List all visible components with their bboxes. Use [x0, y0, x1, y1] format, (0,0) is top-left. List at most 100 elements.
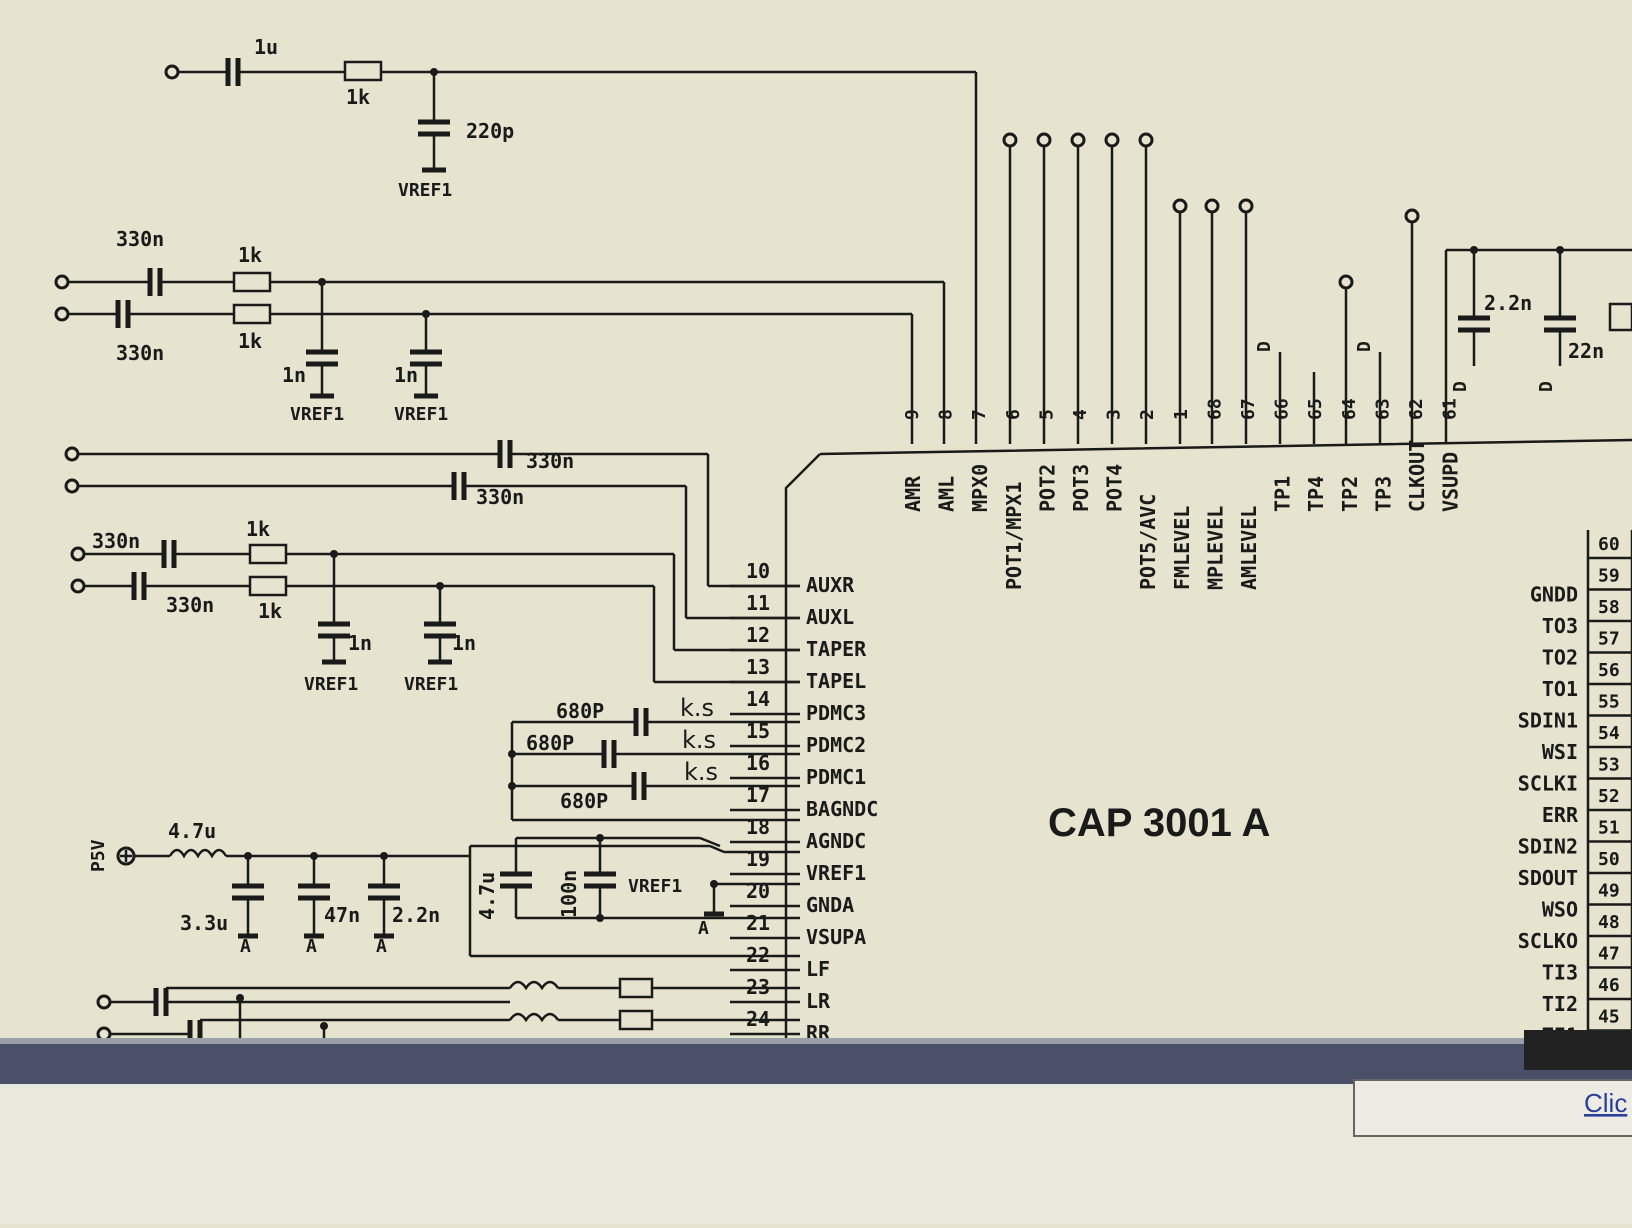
- cap-680p-a-label: 680P: [556, 699, 604, 723]
- left-pin-number: 16: [746, 751, 770, 775]
- cap-100n-label: 100n: [557, 870, 581, 918]
- cap-1n-d-label: 1n: [452, 631, 476, 655]
- top-pin-number: 64: [1339, 398, 1360, 420]
- tp3-ground-label: D: [1354, 341, 1375, 352]
- left-pin-name: LR: [806, 989, 831, 1013]
- left-pin-number: 17: [746, 783, 770, 807]
- cap-330n-c-label: 330n: [526, 449, 574, 473]
- cap-2n2-label: 2.2n: [392, 903, 440, 927]
- res-1k-c-label: 1k: [246, 517, 270, 541]
- gnd-a1-label: A: [240, 936, 251, 957]
- right-pin-name: TO1: [1542, 677, 1578, 701]
- left-pin-number: 13: [746, 655, 770, 679]
- left-pin-name: VREF1: [806, 861, 866, 885]
- cap-680p-c-label: 680P: [560, 789, 608, 813]
- cap-680p-b-label: 680P: [526, 731, 574, 755]
- right-pin-name: WSI: [1542, 740, 1578, 764]
- right-pin-name: GNDD: [1530, 583, 1578, 607]
- right-pin-number: 60: [1598, 534, 1620, 555]
- bottom-toolbar: [0, 1044, 1632, 1084]
- top-pin-name: POT1/MPX1: [1002, 482, 1026, 590]
- right-pin-number: 56: [1598, 660, 1620, 681]
- right-pin-number: 58: [1598, 597, 1620, 618]
- pdmc-network: 680P 680P 680P k.s k.s k.s: [508, 694, 800, 822]
- input-pair-tape: 330n 330n 1k 1k 1n 1n VREF1 VREF1: [70, 517, 800, 695]
- left-pin-name: PDMC1: [806, 765, 866, 789]
- top-pin-labels: 9AMR8AML7MPX06POT1/MPX15POT24POT33POT42P…: [901, 398, 1463, 590]
- left-pin-name: AGNDC: [806, 829, 866, 853]
- left-pin-name: VSUPA: [806, 925, 866, 949]
- cap-330n-f-label: 330n: [166, 593, 214, 617]
- right-pin-name: TI2: [1542, 992, 1578, 1016]
- cap-330n-a-label: 330n: [116, 227, 164, 251]
- left-pin-number: 24: [746, 1007, 770, 1031]
- top-pin-name: VSUPD: [1439, 452, 1463, 512]
- link-box: [1353, 1079, 1632, 1137]
- right-pin-name: TO3: [1542, 614, 1578, 638]
- input-top: 1u 1k 220p VREF1: [164, 35, 978, 444]
- cap-2n2-right-label: 2.2n: [1484, 291, 1532, 315]
- vref-c-label: VREF1: [304, 674, 358, 695]
- left-pin-name: PDMC2: [806, 733, 866, 757]
- right-pin-name: WSO: [1542, 898, 1578, 922]
- top-pin-name: MPLEVEL: [1203, 506, 1227, 590]
- top-pin-number: 67: [1238, 398, 1259, 420]
- top-pin-name: AMLEVEL: [1237, 506, 1261, 590]
- left-pin-number: 22: [746, 943, 770, 967]
- left-pin-name: TAPEL: [806, 669, 866, 693]
- gnd-d1-label: D: [1450, 381, 1471, 392]
- vsupd-decoupling: 2.2n 22n D D: [1450, 246, 1632, 392]
- top-pin-number: 63: [1372, 398, 1393, 420]
- right-pin-number: 57: [1598, 629, 1620, 650]
- right-pin-number: 47: [1598, 944, 1620, 965]
- cap-330n-d-label: 330n: [476, 485, 524, 509]
- top-pin-number: 1: [1171, 409, 1192, 420]
- right-pin-name: SDIN2: [1518, 835, 1578, 859]
- right-pin-labels: 6059GNDD58TO357TO256TO155SDIN154WSI53SCL…: [1518, 534, 1632, 1048]
- cap-4u7-label: 4.7u: [475, 872, 499, 920]
- right-pin-number: 55: [1598, 692, 1620, 713]
- left-pin-number: 19: [746, 847, 770, 871]
- cap-1u-label: 1u: [254, 35, 278, 59]
- top-pin-number: 4: [1070, 409, 1091, 420]
- left-pin-number: 18: [746, 815, 770, 839]
- left-pin-name: BAGNDC: [806, 797, 878, 821]
- tp1-ground-label: D: [1254, 341, 1275, 352]
- right-pin-name: SCLKI: [1518, 772, 1578, 796]
- res-1k-top-label: 1k: [346, 85, 370, 109]
- left-pin-labels: 10AUXR11AUXL12TAPER13TAPEL14PDMC315PDMC2…: [730, 559, 878, 1045]
- right-pin-number: 52: [1598, 786, 1620, 807]
- supply-network: P5V 4.7u 3.3u 47n 2.2n A A A 4.7u 100n V…: [88, 819, 800, 958]
- top-pin-number: 9: [902, 409, 923, 420]
- res-1k-a-label: 1k: [238, 243, 262, 267]
- right-pin-number: 54: [1598, 723, 1620, 744]
- top-pin-name: POT2: [1035, 464, 1059, 512]
- ks-c-label: k.s: [684, 758, 718, 786]
- chip-outline: [784, 438, 1632, 1040]
- cap-1n-c-label: 1n: [348, 631, 372, 655]
- top-pin-stubs: D D: [1002, 132, 1632, 444]
- top-pin-number: 8: [936, 409, 957, 420]
- right-pin-name: SDOUT: [1518, 866, 1578, 890]
- top-pin-number: 65: [1305, 398, 1326, 420]
- vref-top-label: VREF1: [398, 180, 452, 201]
- cap-220p-label: 220p: [466, 119, 514, 143]
- left-pin-name: PDMC3: [806, 701, 866, 725]
- top-pin-name: POT3: [1069, 464, 1093, 512]
- right-pin-number: 45: [1598, 1007, 1620, 1028]
- left-pin-number: 21: [746, 911, 770, 935]
- cap-1n-a-label: 1n: [282, 363, 306, 387]
- right-pin-number: 49: [1598, 881, 1620, 902]
- ind-4u7-label: 4.7u: [168, 819, 216, 843]
- cap-22n-right-label: 22n: [1568, 339, 1604, 363]
- right-pin-name: TO2: [1542, 646, 1578, 670]
- right-pin-name: ERR: [1542, 803, 1579, 827]
- res-1k-b-label: 1k: [238, 329, 262, 353]
- top-pin-name: MPX0: [968, 464, 992, 512]
- click-link[interactable]: Clic: [1584, 1088, 1627, 1118]
- top-pin-number: 3: [1104, 409, 1125, 420]
- gnd-d2-label: D: [1536, 381, 1557, 392]
- left-pin-number: 23: [746, 975, 770, 999]
- top-pin-number: 62: [1406, 398, 1427, 420]
